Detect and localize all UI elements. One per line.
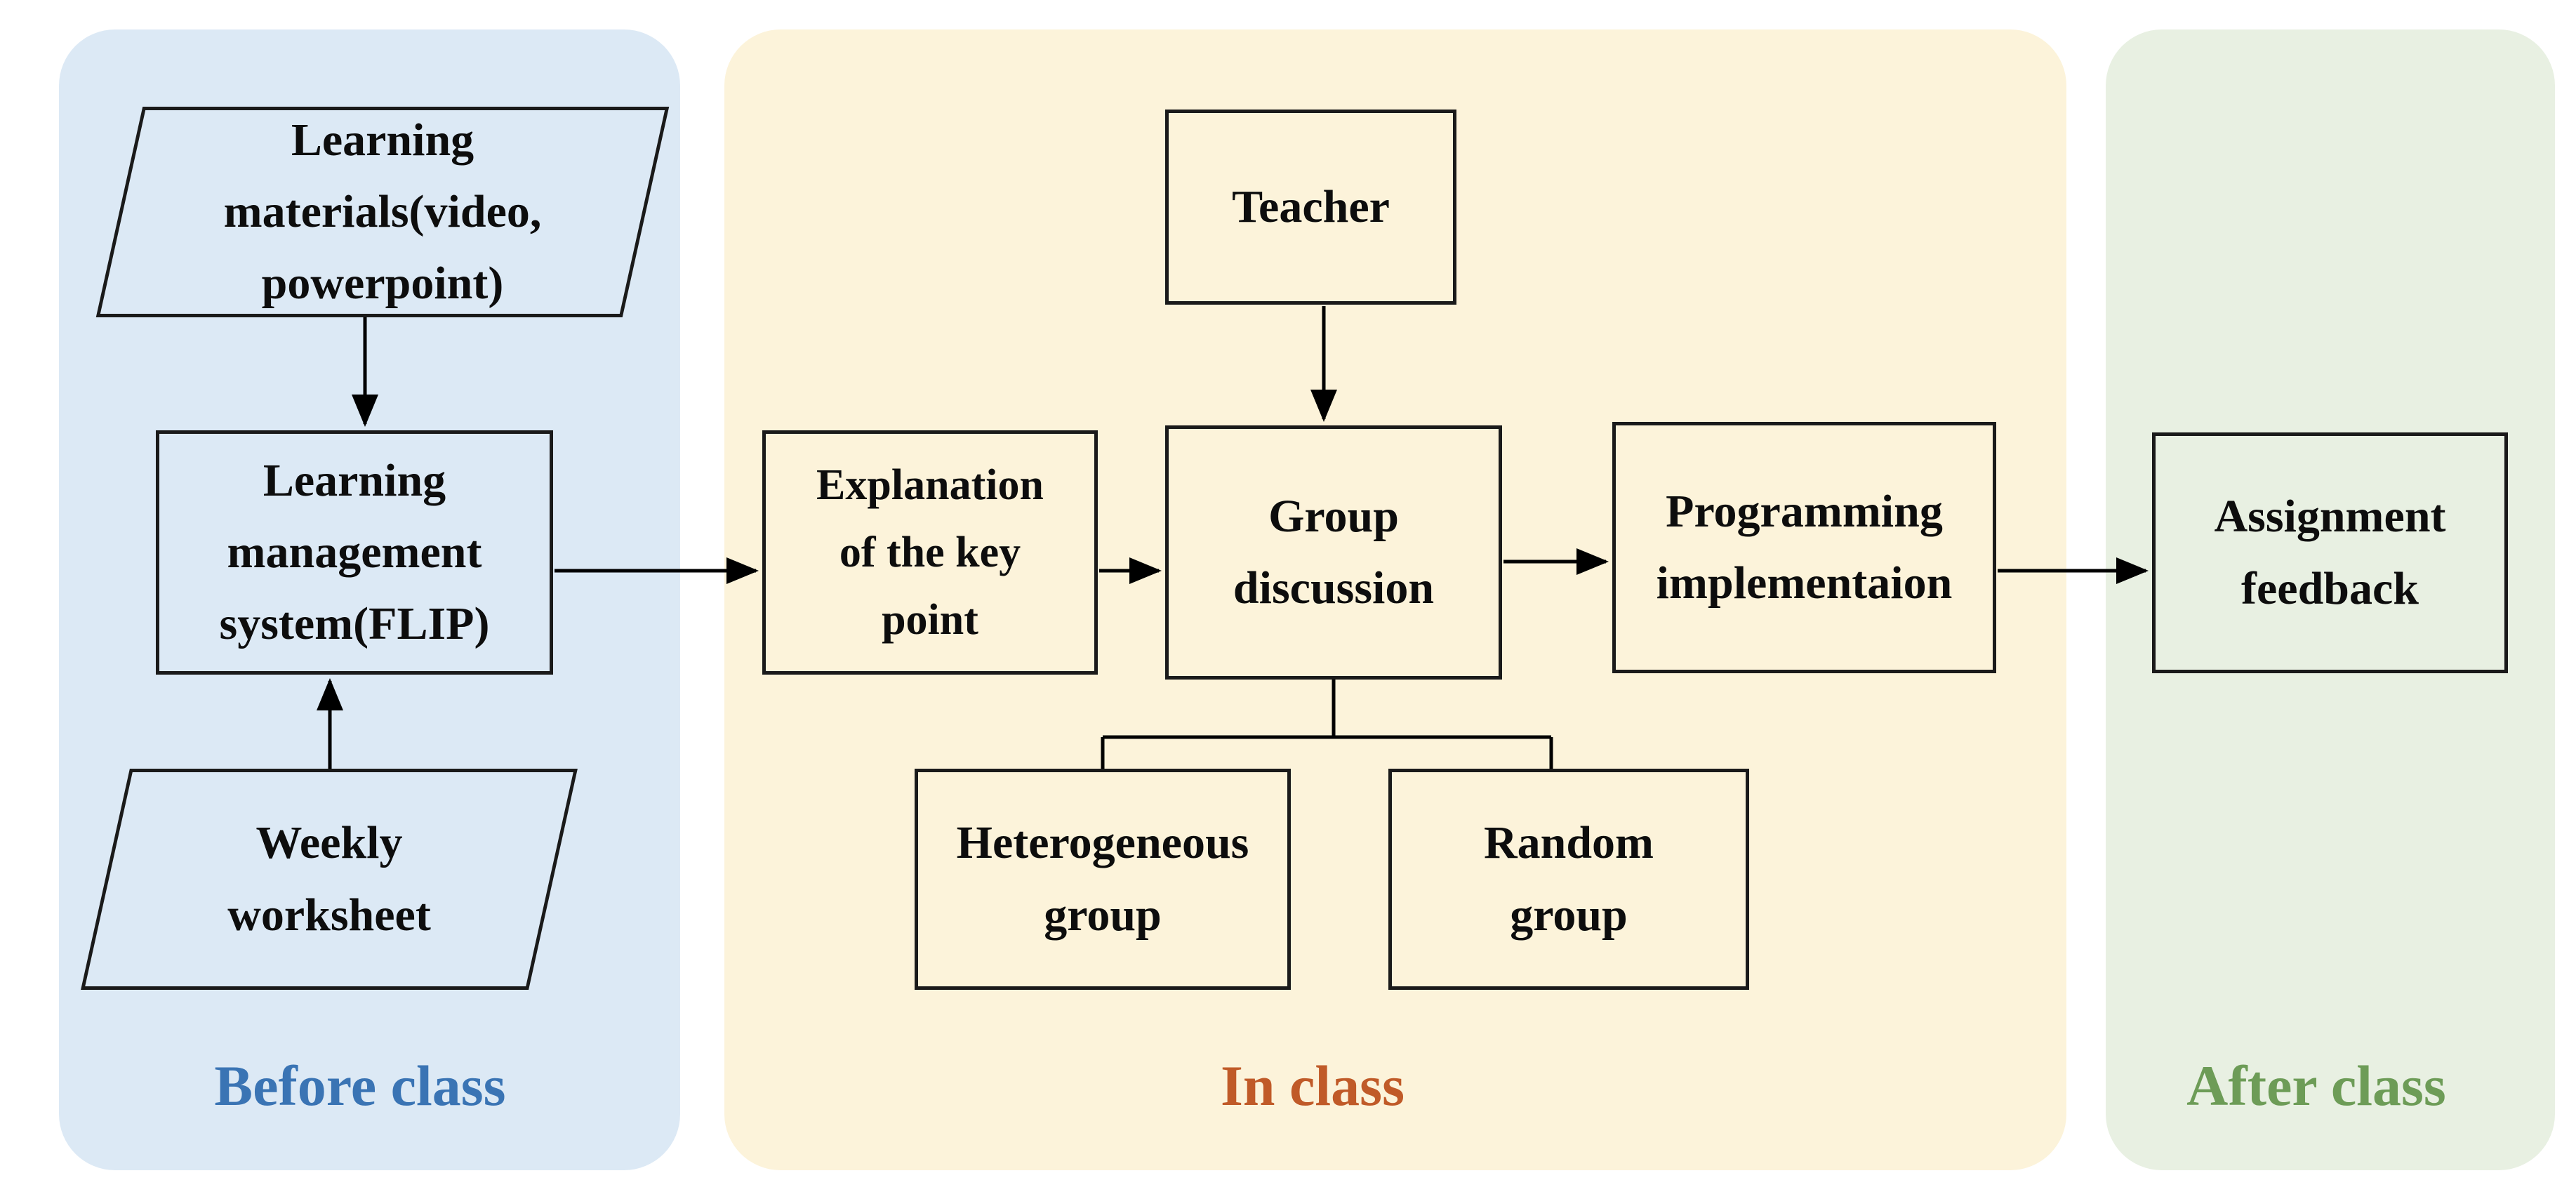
node-explanation-key-point: Explanation of the key point xyxy=(762,430,1098,675)
section-label-in-class: In class xyxy=(1220,1054,1405,1118)
rectangle-shape xyxy=(1165,110,1456,305)
rectangle-shape xyxy=(915,769,1291,990)
node-label: Learning management system(FLIP) xyxy=(219,454,490,650)
rectangle-shape xyxy=(1612,422,1996,673)
node-label: Teacher xyxy=(1232,180,1390,232)
node-assignment-feedback: Assignment feedback xyxy=(2152,432,2508,673)
node-label: Group discussion xyxy=(1233,490,1435,614)
node-programming-implementation: Programming implementaion xyxy=(1612,422,1996,673)
node-random-group: Random group xyxy=(1388,769,1749,990)
node-label: Assignment feedback xyxy=(2214,491,2446,614)
node-label: Heterogeneous group xyxy=(956,817,1249,941)
node-heterogeneous-group: Heterogeneous group xyxy=(915,769,1291,990)
node-teacher: Teacher xyxy=(1165,110,1456,305)
node-label: Explanation of the key point xyxy=(816,461,1044,644)
node-group-discussion: Group discussion xyxy=(1165,425,1502,680)
rectangle-shape xyxy=(762,430,1098,675)
node-label: Weekly worksheet xyxy=(227,817,431,941)
section-label-before-class: Before class xyxy=(214,1054,506,1118)
section-label-after-class: After class xyxy=(2186,1054,2446,1118)
rectangle-shape xyxy=(1165,425,1502,680)
rectangle-shape xyxy=(1388,769,1749,990)
rectangle-shape xyxy=(2152,432,2508,673)
node-weekly-worksheet: Weekly worksheet xyxy=(81,769,578,990)
node-learning-materials: Learning materials(video, powerpoint) xyxy=(95,107,670,317)
node-label: Programming implementaion xyxy=(1656,485,1953,609)
node-label: Random group xyxy=(1483,817,1654,941)
node-learning-management-system: Learning management system(FLIP) xyxy=(156,430,553,675)
node-label: Learning materials(video, powerpoint) xyxy=(223,114,542,310)
rectangle-shape xyxy=(156,430,553,675)
